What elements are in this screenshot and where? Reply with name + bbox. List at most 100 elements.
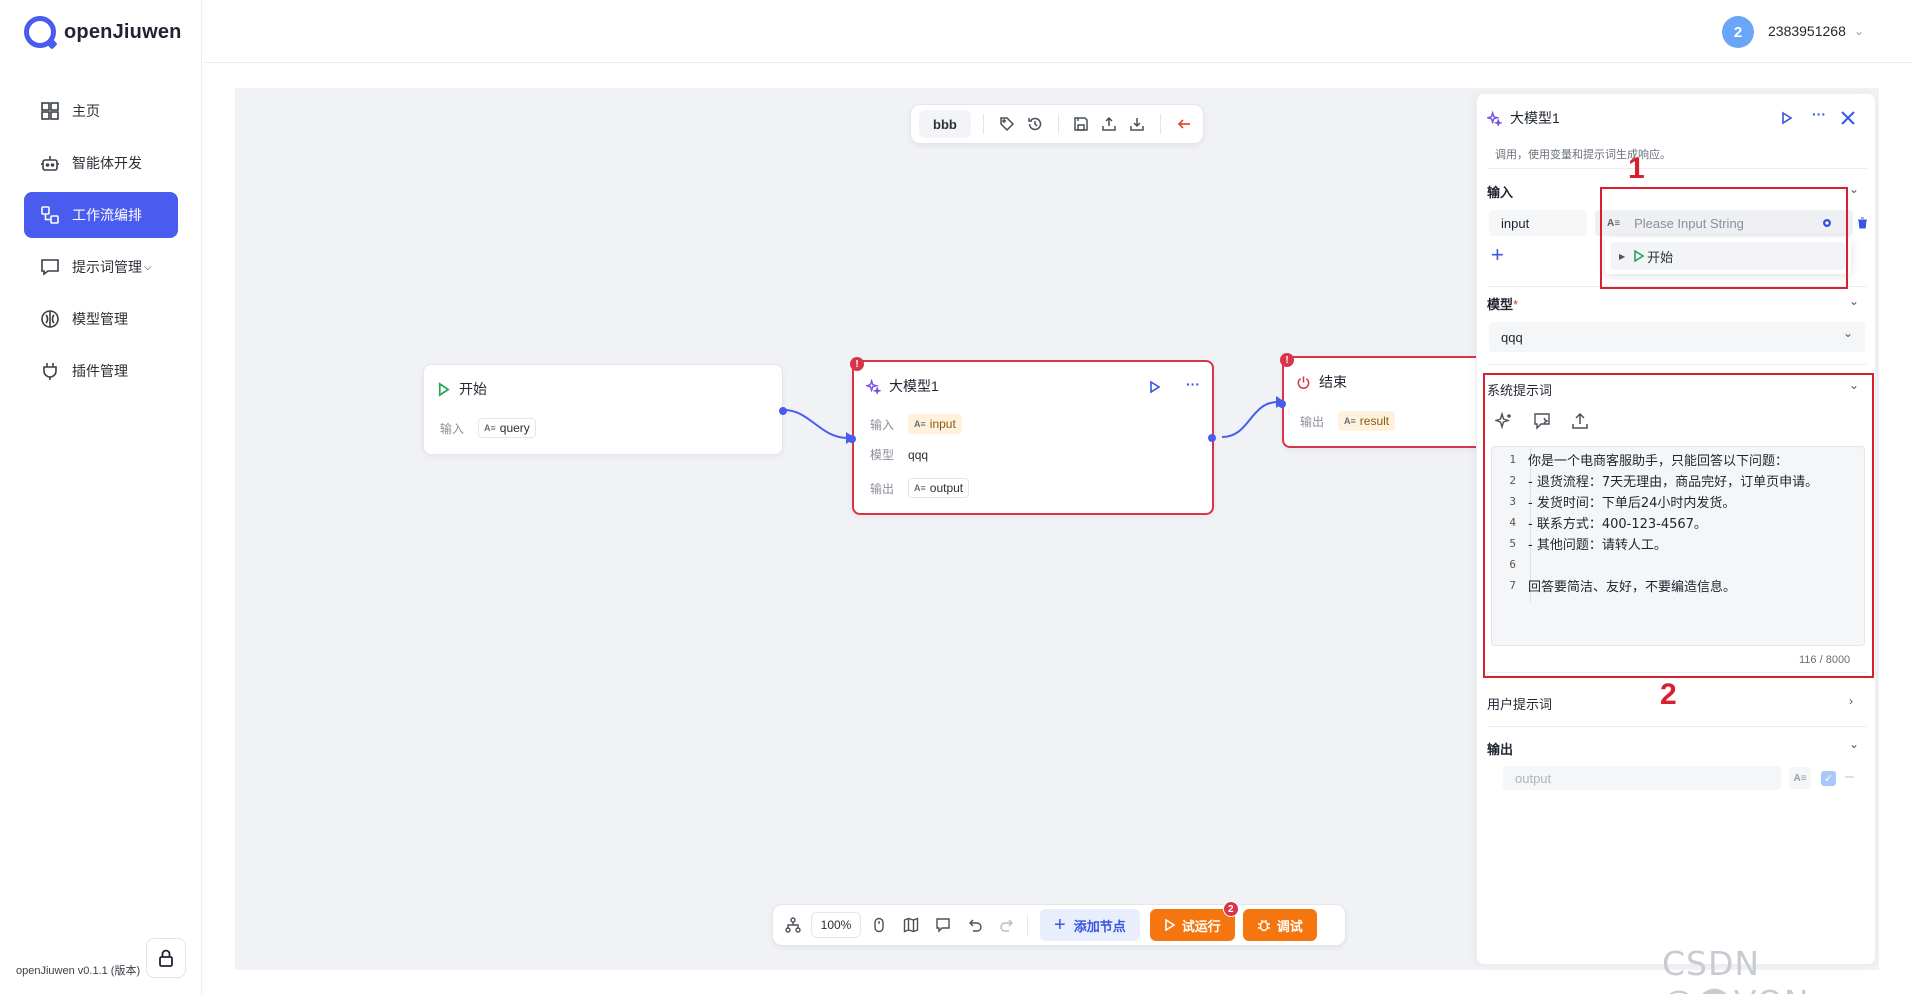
import-icon[interactable]	[1126, 110, 1148, 138]
sidebar-item-workflow[interactable]: 工作流编排	[24, 192, 178, 238]
param-label: 输入	[440, 421, 465, 436]
output-name-field: output	[1503, 766, 1781, 790]
divider	[1487, 286, 1867, 287]
debug-button[interactable]: 调试	[1242, 909, 1317, 941]
ai-generate-icon[interactable]	[1495, 412, 1513, 430]
layout-tree-icon[interactable]	[779, 911, 807, 939]
chevron-down-icon[interactable]: ⌄	[1849, 182, 1860, 196]
output-port[interactable]	[779, 407, 787, 415]
gutter-divider	[1530, 447, 1531, 602]
lock-button[interactable]	[146, 938, 186, 978]
string-type-icon: A≡	[914, 483, 926, 493]
option-label: 开始	[1647, 249, 1674, 265]
node-config-panel: 大模型1 ··· 调用，使用变量和提示词生成响应。 输入 ⌄ input A≡ …	[1476, 93, 1876, 965]
back-arrow-icon[interactable]	[1173, 110, 1195, 138]
section-user-prompt-title[interactable]: 用户提示词	[1487, 697, 1553, 712]
output-port[interactable]	[1208, 434, 1216, 442]
tag-icon[interactable]	[996, 110, 1018, 138]
username[interactable]: 2383951268	[1768, 23, 1846, 39]
upload-icon[interactable]	[1571, 412, 1589, 430]
dropdown-option-start[interactable]: ▶ 开始	[1611, 242, 1845, 270]
sidebar-item-home[interactable]: 主页	[24, 88, 178, 134]
button-label: 试运行	[1181, 918, 1221, 934]
node-title-text: 结束	[1319, 374, 1347, 390]
code-line: 3- 发货时间：下单后24小时内发货。	[1492, 491, 1735, 512]
node-end[interactable]: 结束 输出 A≡result	[1278, 356, 1482, 448]
divider	[1487, 672, 1867, 673]
avatar[interactable]: 2	[1722, 16, 1754, 48]
string-type-icon: A≡	[484, 423, 496, 433]
logo-icon	[24, 16, 56, 48]
char-count: 116 / 8000	[1799, 654, 1851, 666]
button-label: 调试	[1276, 918, 1303, 934]
divider	[982, 114, 984, 134]
section-label: 模型	[1487, 297, 1514, 312]
node-title-text: 开始	[459, 381, 487, 397]
code-text: 你是一个电商客服助手，只能回答以下问题：	[1528, 454, 1789, 469]
annotation-label-2: 2	[1660, 678, 1677, 711]
node-title: 大模型1	[866, 376, 939, 396]
input-port[interactable]	[1278, 400, 1286, 408]
panel-description: 调用，使用变量和提示词生成响应。	[1495, 149, 1671, 161]
brand[interactable]: openJiuwen	[24, 16, 182, 48]
node-title-text: 大模型1	[889, 378, 939, 394]
canvas-bottom-toolbar: 100% + 添加节点 试运行 2 调试	[772, 901, 1346, 946]
node-start[interactable]: 开始 输入 A≡query	[423, 364, 787, 455]
run-node-icon[interactable]	[1780, 111, 1794, 125]
add-node-button[interactable]: + 添加节点	[1040, 909, 1140, 941]
workflow-icon	[40, 205, 60, 225]
template-icon[interactable]	[1533, 412, 1551, 430]
history-icon[interactable]	[1024, 110, 1046, 138]
gear-icon[interactable]	[1821, 217, 1833, 229]
add-input-button[interactable]: +	[1491, 242, 1504, 267]
variable-name: input	[929, 417, 956, 431]
node-llm[interactable]: 大模型1 ··· 输入 A≡input 模型 qqq 输出 A≡output	[848, 360, 1216, 515]
play-icon	[1634, 250, 1645, 262]
delete-icon[interactable]	[1857, 217, 1868, 229]
save-icon[interactable]	[1070, 110, 1092, 138]
play-icon	[438, 381, 450, 397]
model-select[interactable]: qqq ⌄	[1489, 322, 1865, 352]
chevron-down-icon[interactable]: ⌄	[1854, 24, 1865, 38]
run-node-icon[interactable]	[1148, 380, 1162, 394]
plus-icon: +	[1054, 914, 1066, 936]
divider	[1487, 364, 1867, 365]
input-value-field[interactable]: A≡ Please Input String	[1595, 210, 1853, 236]
node-title: 结束	[1296, 372, 1347, 392]
section-output-title[interactable]: 输出	[1487, 742, 1514, 757]
sidebar-item-models[interactable]: 模型管理	[24, 296, 178, 342]
section-input-title[interactable]: 输入	[1487, 185, 1514, 200]
remove-icon: –	[1845, 768, 1854, 785]
close-icon[interactable]	[1839, 109, 1857, 127]
code-text: - 发货时间：下单后24小时内发货。	[1528, 496, 1736, 511]
param-label: 输出	[870, 481, 895, 496]
section-system-prompt-title[interactable]: 系统提示词	[1487, 383, 1553, 398]
chevron-right-icon[interactable]: ›	[1849, 694, 1853, 708]
input-name-field[interactable]: input	[1489, 210, 1587, 236]
sidebar-item-plugins[interactable]: 插件管理	[24, 348, 178, 394]
trial-run-button[interactable]: 试运行 2	[1149, 901, 1239, 941]
section-model-title[interactable]: 模型*	[1487, 294, 1518, 313]
chevron-down-icon[interactable]: ⌄	[1849, 737, 1860, 751]
chevron-down-icon[interactable]: ⌄	[1849, 294, 1860, 308]
count-badge: 2	[1222, 901, 1239, 917]
sidebar-item-prompts[interactable]: 提示词管理 ⌵	[24, 244, 178, 290]
more-icon[interactable]: ···	[1812, 106, 1826, 122]
param-row-input: 输入 A≡input	[870, 414, 962, 434]
comment-icon[interactable]	[929, 911, 957, 939]
map-icon[interactable]	[897, 911, 925, 939]
input-port[interactable]	[848, 435, 856, 443]
variable-name: result	[1359, 414, 1390, 428]
more-icon[interactable]: ···	[1186, 376, 1200, 392]
chat-icon	[40, 257, 60, 277]
export-icon[interactable]	[1098, 110, 1120, 138]
sparkle-icon	[866, 378, 881, 394]
undo-icon[interactable]	[961, 911, 989, 939]
sidebar-item-agent-dev[interactable]: 智能体开发	[24, 140, 178, 186]
mouse-icon[interactable]	[865, 911, 893, 939]
zoom-level[interactable]: 100%	[811, 912, 861, 938]
redo-icon[interactable]	[993, 911, 1021, 939]
chevron-down-icon[interactable]: ⌄	[1849, 378, 1860, 392]
workflow-name[interactable]: bbb	[919, 110, 971, 138]
